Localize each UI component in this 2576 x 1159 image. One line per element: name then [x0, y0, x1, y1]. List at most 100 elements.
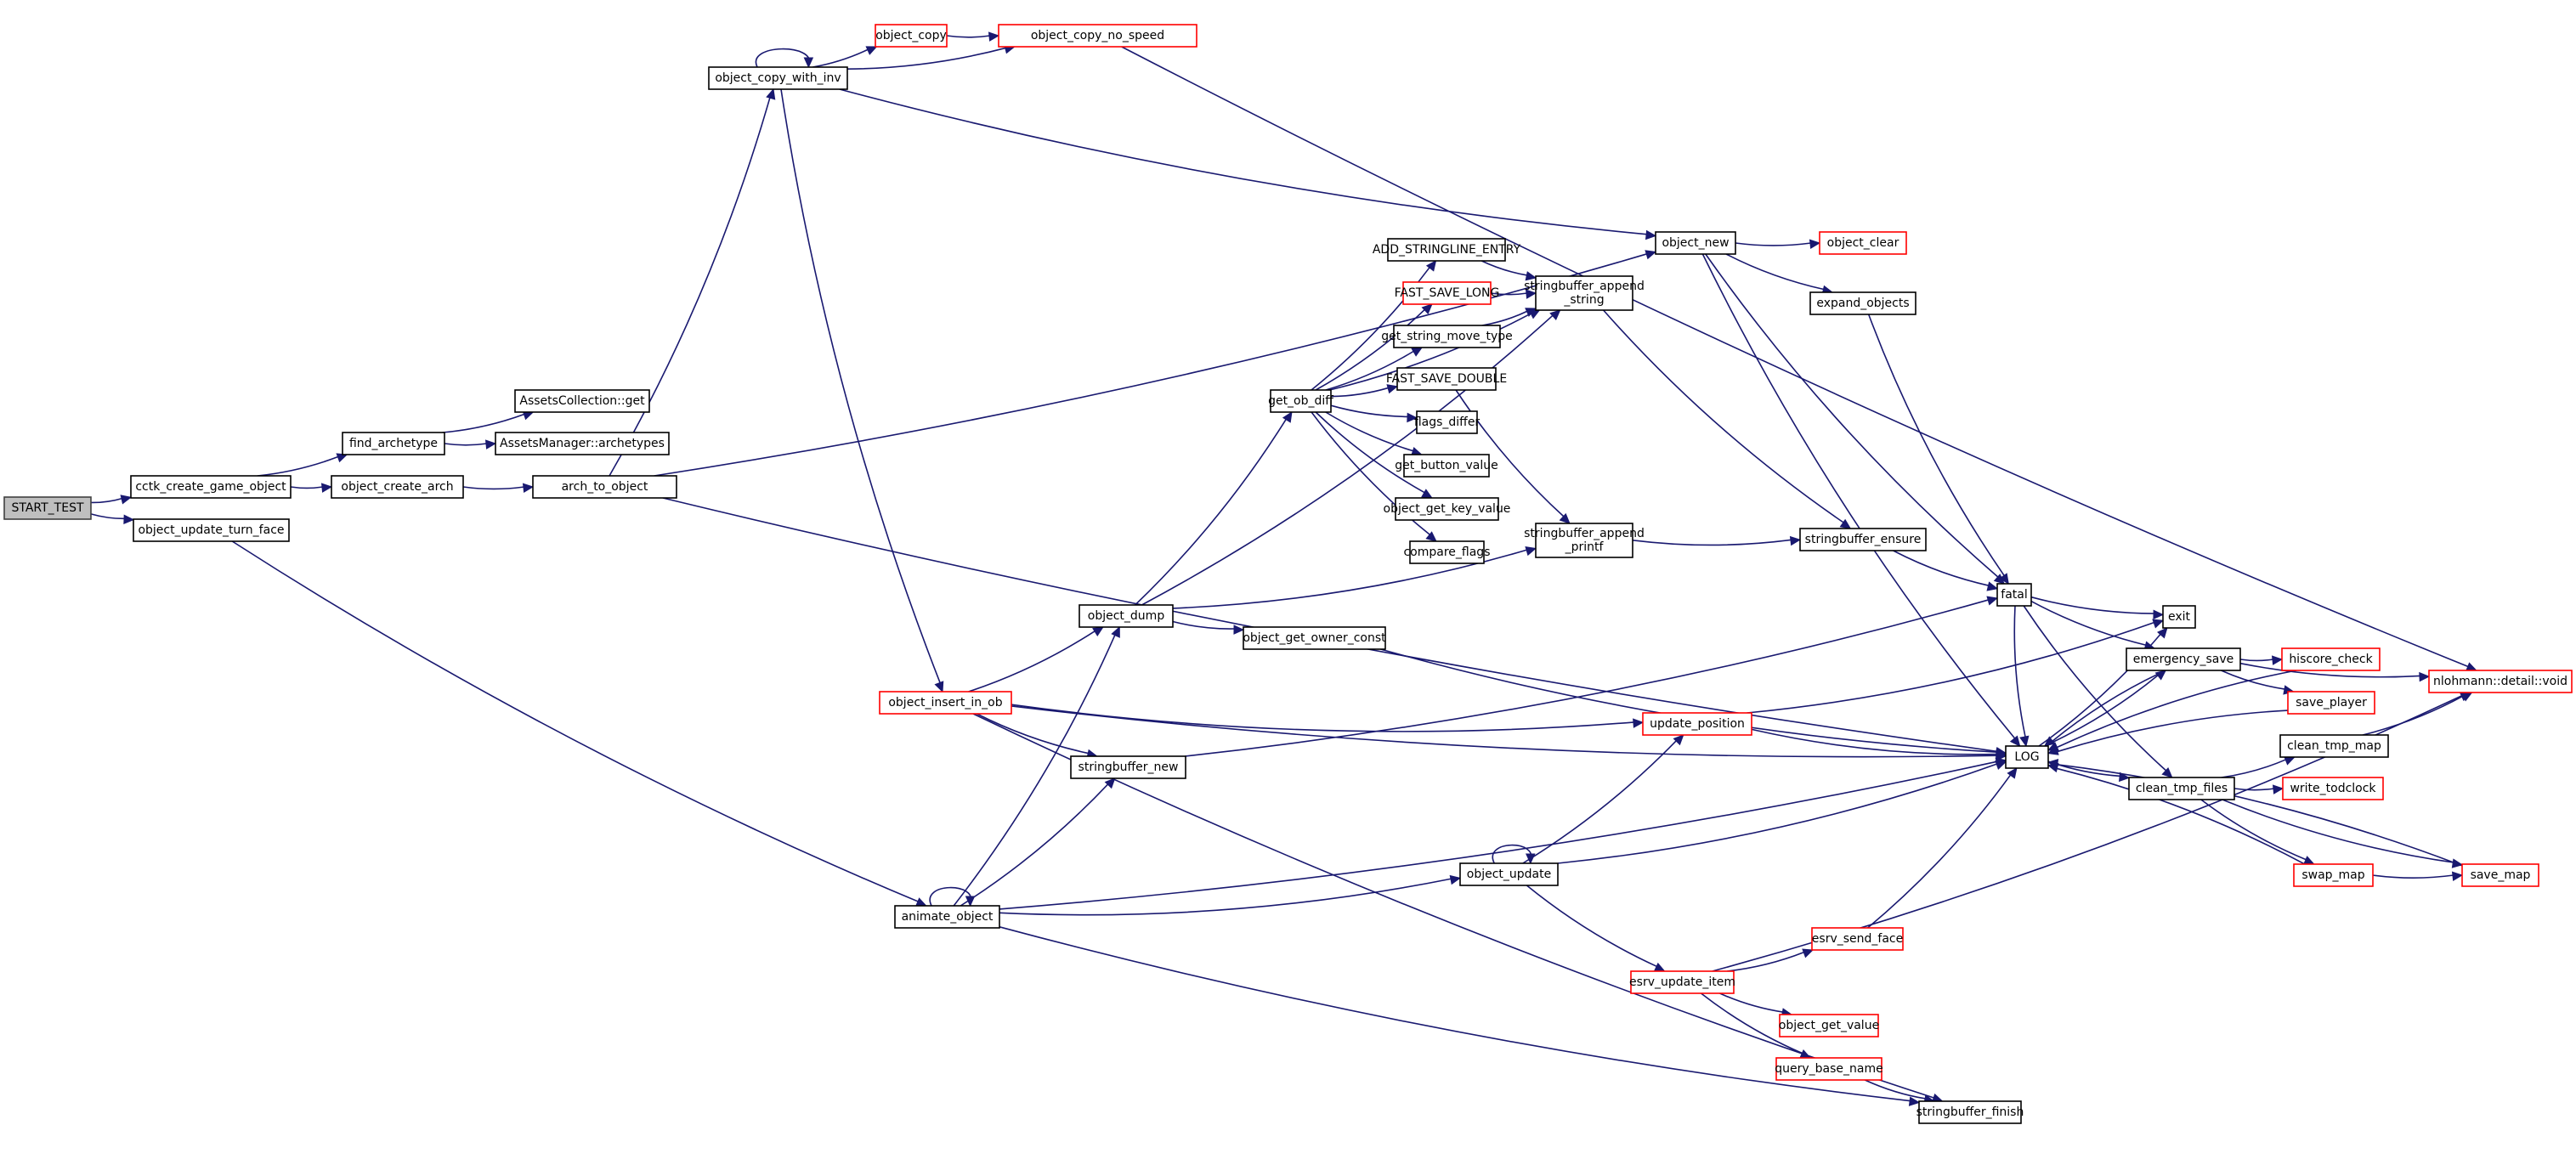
edge-object-insert-in-ob-to-log — [1011, 705, 1998, 758]
node-box — [1811, 927, 1904, 951]
node-stringbuffer-finish[interactable]: stringbuffer_finish — [1916, 1100, 2024, 1124]
node-exit[interactable]: exit — [2162, 605, 2196, 629]
edge-update-position-to-exit — [1747, 621, 2155, 714]
node-label: stringbuffer_new — [1079, 760, 1179, 774]
node-object-update-turn-face[interactable]: object_update_turn_face — [133, 518, 290, 542]
node-clean-tmp-files[interactable]: clean_tmp_files — [2128, 777, 2235, 800]
arrowhead-icon — [1996, 749, 2007, 760]
node-object-clear[interactable]: object_clear — [1819, 231, 1907, 255]
node-esrv-send-face[interactable]: esrv_send_face — [1811, 927, 1904, 951]
node-object-get-key-value[interactable]: object_get_key_value — [1384, 497, 1511, 521]
node-box — [1775, 1057, 1882, 1081]
node-stringbuffer-append-string[interactable]: stringbuffer_append_string — [1524, 275, 1645, 311]
node-box — [708, 66, 848, 90]
node-save-map[interactable]: save_map — [2461, 863, 2539, 887]
node-cctk-create-game-object[interactable]: cctk_create_game_object — [130, 475, 292, 499]
node-label: object_get_value — [1779, 1019, 1879, 1032]
edge-start-test-to-cctk-create-game-object — [90, 497, 123, 504]
node-box — [2428, 670, 2573, 693]
node-object-copy[interactable]: object_copy — [875, 24, 948, 48]
node-label: exit — [2168, 610, 2191, 624]
edge-get-ob-diff-to-get-string-move-type — [1325, 350, 1415, 391]
node-swap-map[interactable]: swap_map — [2293, 863, 2374, 887]
node-get-string-move-type[interactable]: get_string_move_type — [1381, 325, 1513, 348]
node-get-button-value[interactable]: get_button_value — [1395, 454, 1498, 478]
node-object-copy-no-speed[interactable]: object_copy_no_speed — [998, 24, 1197, 48]
arrowhead-icon — [1386, 384, 1399, 394]
node-flags-differ[interactable]: flags_differ — [1414, 410, 1480, 434]
node-stringbuffer-ensure[interactable]: stringbuffer_ensure — [1799, 528, 1927, 551]
node-start-test[interactable]: START_TEST — [3, 496, 92, 520]
node-object-insert-in-ob[interactable]: object_insert_in_ob — [879, 691, 1012, 715]
node-box — [875, 24, 948, 48]
arrowhead-icon — [1421, 489, 1433, 499]
node-box — [1535, 275, 1633, 311]
node-compare-flags[interactable]: compare_flags — [1403, 540, 1491, 564]
node-object-get-owner-const[interactable]: object_get_owner_const — [1243, 626, 1386, 650]
node-object-copy-with-inv[interactable]: object_copy_with_inv — [708, 66, 848, 90]
arrowhead-icon — [522, 483, 535, 493]
arrowhead-icon — [1559, 512, 1571, 524]
node-box — [1393, 325, 1501, 348]
node-object-dump[interactable]: object_dump — [1079, 604, 1174, 628]
edge-object-dump-to-stringbuffer-append-string — [1141, 314, 1554, 606]
arrowhead-icon — [1421, 303, 1433, 315]
node-expand-objects[interactable]: expand_objects — [1809, 291, 1916, 315]
arrowhead-icon — [1653, 962, 1666, 972]
node-object-new[interactable]: object_new — [1655, 231, 1736, 255]
node-box — [2293, 863, 2374, 887]
edge-object-dump-to-object-get-owner-const — [1172, 620, 1236, 630]
edge-clean-tmp-files-to-swap-map — [2200, 799, 2307, 861]
node-label: AssetsManager::archetypes — [500, 437, 665, 450]
node-clean-tmp-map[interactable]: clean_tmp_map — [2279, 734, 2389, 758]
edge-object-new-to-object-clear — [1735, 242, 1812, 246]
arrowhead-icon — [320, 483, 333, 493]
node-find-archetype[interactable]: find_archetype — [342, 432, 445, 455]
node-write-todclock[interactable]: write_todclock — [2282, 777, 2384, 800]
edge-emergency-save-to-log — [2051, 670, 2166, 743]
edge-fast-save-double-to-stringbuffer-append-printf — [1455, 389, 1565, 517]
node-box — [1996, 583, 2032, 607]
node-object-create-arch[interactable]: object_create_arch — [331, 475, 464, 499]
node-label: clean_tmp_map — [2287, 739, 2381, 753]
node-box — [1630, 970, 1735, 994]
node-fast-save-long[interactable]: FAST_SAVE_LONG — [1395, 281, 1500, 305]
node-fatal[interactable]: fatal — [1996, 583, 2032, 607]
arrowhead-icon — [1525, 289, 1537, 299]
node-box — [1642, 712, 1752, 736]
edge-emergency-save-to-nlohmann-detail-void — [2239, 662, 2421, 678]
node-save-player[interactable]: save_player — [2287, 691, 2375, 715]
node-box — [894, 905, 1000, 929]
node-fast-save-double[interactable]: FAST_SAVE_DOUBLE — [1386, 367, 1507, 391]
node-label: stringbuffer_append — [1524, 280, 1645, 293]
node-object-update[interactable]: object_update — [1459, 862, 1559, 886]
node-update-position[interactable]: update_position — [1642, 712, 1752, 736]
edge-fatal-to-emergency-save — [2030, 600, 2147, 647]
node-query-base-name[interactable]: query_base_name — [1775, 1057, 1883, 1081]
node-add-stringline-entry[interactable]: ADD_STRINGLINE_ENTRY — [1373, 238, 1521, 262]
edge-stringbuffer-append-printf-to-stringbuffer-ensure — [1632, 539, 1792, 546]
node-esrv-update-item[interactable]: esrv_update_item — [1629, 970, 1735, 994]
node-animate-object[interactable]: animate_object — [894, 905, 1000, 929]
arrowhead-icon — [2047, 745, 2059, 755]
edge-object-new-to-fatal — [1705, 253, 2000, 579]
node-assetscollection-get[interactable]: AssetsCollection::get — [514, 389, 650, 413]
node-emergency-save[interactable]: emergency_save — [2126, 647, 2241, 671]
node-get-ob-diff[interactable]: get_ob_diff — [1268, 389, 1333, 413]
arrowhead-icon — [2047, 758, 2059, 769]
node-nlohmann-detail-void[interactable]: nlohmann::detail::void — [2428, 670, 2573, 693]
node-hiscore-check[interactable]: hiscore_check — [2281, 647, 2381, 671]
arrowhead-icon — [1525, 546, 1537, 557]
edge-object-insert-in-ob-to-stringbuffer-new — [976, 713, 1090, 755]
node-arch-to-object[interactable]: arch_to_object — [532, 475, 677, 499]
node-box — [1387, 238, 1506, 262]
node-object-get-value[interactable]: object_get_value — [1779, 1014, 1879, 1037]
node-box — [879, 691, 1012, 715]
arrowhead-icon — [2154, 670, 2167, 681]
node-assetsmanager-archetypes[interactable]: AssetsManager::archetypes — [495, 432, 670, 455]
edge-get-ob-diff-to-fast-save-long — [1315, 308, 1426, 391]
node-stringbuffer-append-printf[interactable]: stringbuffer_append_printf — [1524, 523, 1645, 558]
arrowhead-icon — [2153, 609, 2165, 619]
node-stringbuffer-new[interactable]: stringbuffer_new — [1070, 755, 1186, 779]
node-log[interactable]: LOG — [2005, 745, 2049, 769]
